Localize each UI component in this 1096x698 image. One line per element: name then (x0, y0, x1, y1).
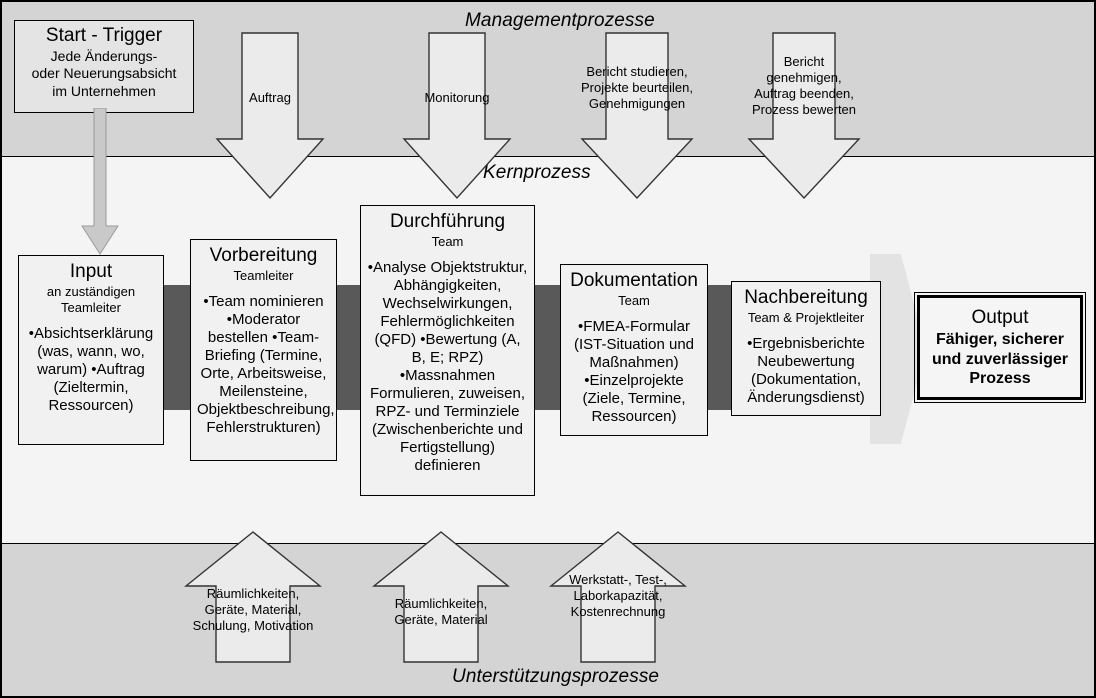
core-box-dokumentation-body: •FMEA-Formular (IST-Situation und Maßnah… (573, 318, 695, 425)
support-arrow-werkstatt-labor: Werkstatt-, Test-, Laborkapazität, Koste… (549, 530, 687, 664)
spacer (25, 316, 157, 325)
spacer (738, 326, 874, 335)
band-support-processes (2, 544, 1094, 696)
core-box-vorbereitung-subtitle: Teamleiter (233, 268, 294, 284)
core-box-vorbereitung-title: Vorbereitung (209, 245, 318, 266)
spacer (567, 309, 701, 318)
support-arrow-raeumlichkeiten-schulung: Räumlichkeiten, Geräte, Material, Schulu… (184, 530, 322, 664)
start-trigger-line3: im Unternehmen (52, 82, 156, 99)
band-label-core: Kernprozess (483, 162, 591, 183)
core-box-nachbereitung-body: •Ergebnisberichte Neubewertung (Dokument… (747, 335, 865, 406)
core-box-output-body: Fähiger, sicherer und zuverlässiger Proz… (931, 331, 1069, 388)
core-box-nachbereitung-subtitle: Team & Projektleiter (747, 310, 865, 326)
start-to-input-connector-arrow-icon (80, 108, 120, 256)
core-box-vorbereitung-body: •Team nominieren •Moderator bestellen •T… (197, 293, 335, 436)
spacer (197, 284, 330, 293)
band-label-management: Managementprozesse (465, 10, 655, 31)
core-box-vorbereitung: Vorbereitung Teamleiter •Team nominieren… (190, 239, 337, 461)
core-box-durchfuehrung-body: •Analyse Objektstruktur, Abhängigkeiten,… (367, 259, 528, 474)
management-arrow-auftrag: Auftrag (215, 32, 325, 200)
spacer (367, 250, 528, 259)
core-box-durchfuehrung-title: Durchführung (389, 211, 506, 232)
management-arrow-bericht-studieren: Bericht studieren, Projekte beurteilen, … (580, 32, 694, 200)
start-trigger-title: Start - Trigger (45, 25, 163, 46)
core-box-input: Input an zuständigen Teamleiter •Absicht… (18, 255, 164, 445)
start-trigger-line1: Jede Änderungs- (50, 48, 158, 65)
core-box-nachbereitung-title: Nachbereitung (744, 287, 868, 308)
core-box-output-title: Output (971, 307, 1029, 328)
management-arrow-bericht-genehmigen: Bericht genehmigen, Auftrag beenden, Pro… (747, 32, 861, 200)
start-trigger-box: Start - Trigger Jede Änderungs- oder Neu… (14, 20, 194, 113)
core-box-durchfuehrung-subtitle: Team (431, 234, 464, 250)
core-box-dokumentation-title: Dokumentation (570, 270, 698, 291)
core-box-durchfuehrung: Durchführung Team •Analyse Objektstruktu… (360, 205, 535, 496)
core-box-dokumentation-subtitle: Team (618, 293, 650, 309)
band-label-support: Unterstützungsprozesse (452, 666, 660, 687)
core-box-output: Output Fähiger, sicherer und zuverlässig… (914, 292, 1086, 403)
core-box-dokumentation: Dokumentation Team •FMEA-Formular (IST-S… (560, 264, 708, 436)
core-box-input-subtitle: an zuständigen Teamleiter (46, 284, 136, 315)
core-box-nachbereitung: Nachbereitung Team & Projektleiter •Erge… (731, 281, 881, 416)
core-box-input-title: Input (69, 261, 113, 282)
core-box-input-body: •Absichtserklärung (was, wann, wo, warum… (28, 324, 154, 414)
support-arrow-raeumlichkeiten-material: Räumlichkeiten, Geräte, Material (372, 530, 510, 664)
management-arrow-monitoring: Monitorung (402, 32, 512, 200)
start-trigger-line2: oder Neuerungsabsicht (31, 65, 177, 82)
